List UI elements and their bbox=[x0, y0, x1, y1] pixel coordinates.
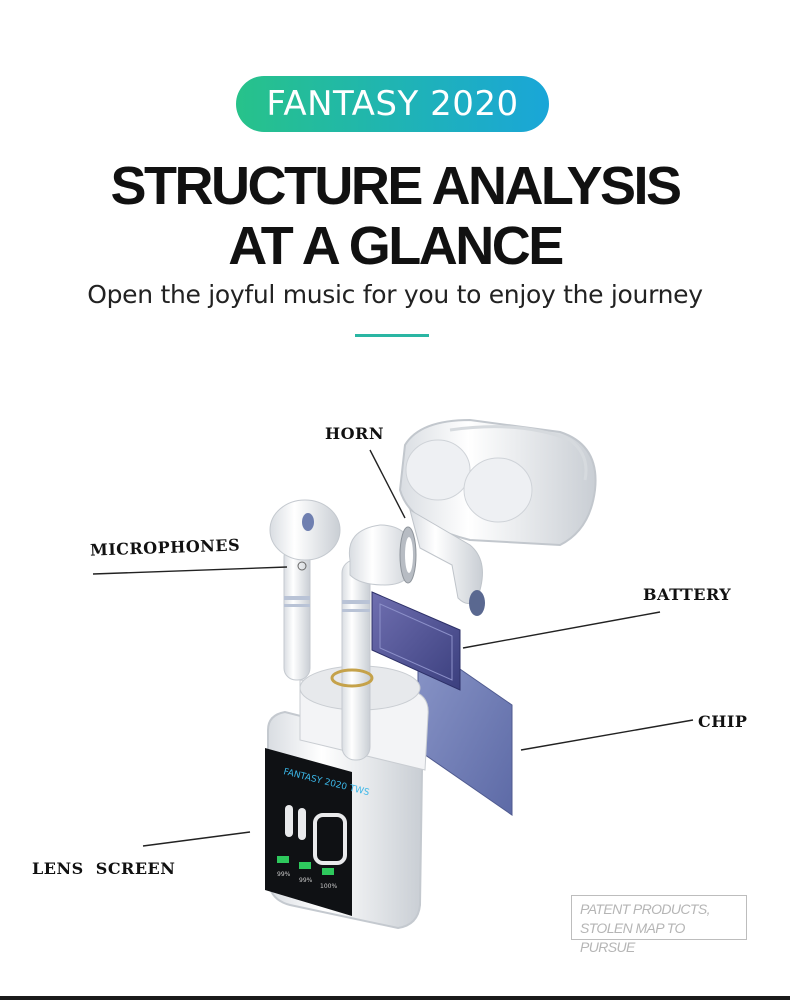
footer-divider bbox=[0, 996, 790, 1000]
headline-line-1: STRUCTURE ANALYSIS bbox=[110, 156, 682, 216]
case-lid bbox=[398, 418, 597, 547]
label-horn: HORN bbox=[325, 424, 384, 443]
label-chip: CHIP bbox=[698, 712, 748, 731]
label-lens-screen: LENS SCREEN bbox=[32, 859, 176, 878]
earbud-left bbox=[269, 499, 341, 681]
headline-line-2: AT A GLANCE bbox=[228, 216, 564, 276]
patent-watermark: PATENT PRODUCTS, STOLEN MAP TO PURSUE bbox=[571, 895, 747, 955]
watermark-line-1: PATENT PRODUCTS, bbox=[580, 901, 710, 917]
label-battery: BATTERY bbox=[643, 585, 732, 604]
lens-screen-leader-line bbox=[142, 831, 251, 847]
charging-case: FANTASY 2020 TWS 99% 99% 100% bbox=[265, 665, 429, 930]
horn-leader-line bbox=[369, 449, 406, 519]
microphones-leader-line bbox=[92, 566, 288, 575]
hinge bbox=[409, 508, 483, 604]
screen-battery-right: 100% bbox=[320, 883, 337, 890]
earbud-right bbox=[330, 524, 417, 761]
brand-badge: FANTASY 2020 bbox=[236, 76, 549, 132]
screen-battery-left: 99% bbox=[277, 871, 291, 878]
accent-divider bbox=[355, 334, 429, 337]
watermark-line-2: STOLEN MAP TO PURSUE bbox=[580, 920, 685, 955]
battery-pack bbox=[371, 591, 461, 691]
subtitle: Open the joyful music for you to enjoy t… bbox=[87, 280, 703, 309]
battery-leader-line bbox=[462, 611, 661, 649]
chip-leader-line bbox=[520, 719, 694, 751]
screen-battery-mid: 99% bbox=[299, 877, 313, 884]
